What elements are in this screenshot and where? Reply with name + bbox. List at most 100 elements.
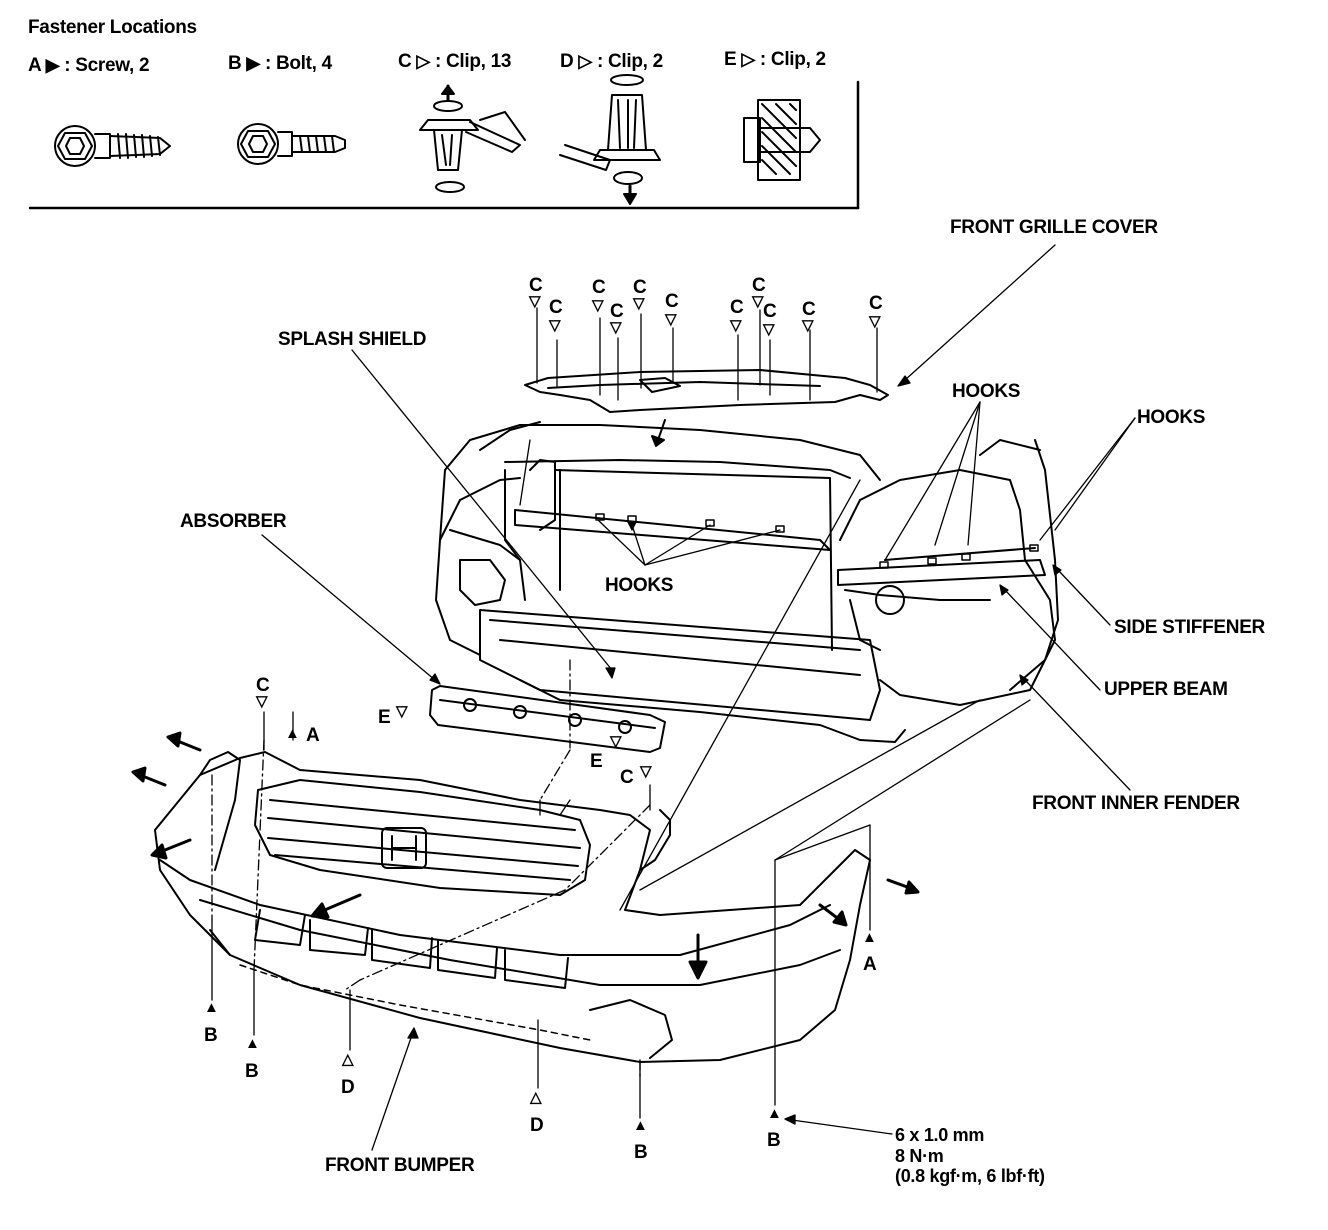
front-bumper-shape: [154, 751, 871, 1063]
vehicle-body-shape: [435, 421, 1059, 743]
callout-c-letter: C: [665, 291, 679, 312]
label-leader-lines: [261, 244, 1136, 1151]
removal-arrows: [131, 731, 920, 980]
fastener-a-legend: A ▶ : Screw, 2: [28, 55, 150, 76]
splash-shield-label: SPLASH SHIELD: [278, 329, 427, 350]
upper-beam-label: UPPER BEAM: [1104, 679, 1228, 700]
open-triangle-icon: ▽: [640, 763, 652, 780]
clip-c-icon: [419, 84, 526, 193]
open-triangle-icon: ▽: [610, 733, 622, 750]
front-bumper-label: FRONT BUMPER: [325, 1155, 475, 1176]
callout-c-letter: C: [620, 767, 634, 788]
spec-size: 6 x 1.0 mm: [895, 1125, 985, 1145]
open-triangle-icon: ▷: [416, 51, 430, 71]
open-triangle-icon: ▽: [869, 313, 881, 330]
fastener-box-frame: [28, 80, 860, 210]
hook-tabs: [595, 513, 1039, 569]
clip-e-icon: [743, 99, 821, 181]
dash-dot-alignment-lines: [211, 659, 651, 1081]
callout-a-letter: A: [306, 725, 320, 746]
front-grille-cover-label: FRONT GRILLE COVER: [950, 217, 1158, 238]
fastener-c-legend: C ▷ : Clip, 13: [398, 52, 511, 71]
callout-d-letter: D: [341, 1077, 355, 1098]
legend-text: : Clip, 2: [596, 51, 663, 72]
hooks-label-right-2: HOOKS: [1137, 407, 1206, 428]
open-triangle-icon: ▽: [549, 317, 561, 334]
clip-d-icon: [559, 74, 661, 205]
open-triangle-icon: ▽: [802, 317, 814, 334]
spec-torque-nm: 8 N·m: [895, 1145, 944, 1166]
legend-letter: A: [28, 55, 41, 76]
solid-triangle-up-icon: ▲: [204, 999, 219, 1016]
fastener-locations-title: Fastener Locations: [28, 17, 197, 38]
open-triangle-icon: ▽: [592, 297, 604, 314]
legend-text: : Bolt, 4: [264, 53, 332, 74]
absorber-shape: [429, 685, 666, 753]
open-triangle-icon: ▽: [730, 317, 742, 334]
legend-letter: C: [398, 51, 412, 72]
callout-e-letter: E: [378, 707, 391, 728]
legend-text: : Clip, 13: [434, 51, 512, 72]
solid-triangle-up-icon: ▲: [767, 1105, 782, 1122]
callout-b-letter: B: [245, 1061, 259, 1082]
solid-triangle-icon: ▶: [45, 55, 60, 75]
callout-e-letter: E: [590, 751, 603, 772]
spec-torque-alt: (0.8 kgf·m, 6 lbf·ft): [895, 1166, 1045, 1187]
open-triangle-icon: ▽: [763, 321, 775, 338]
solid-triangle-up-icon: ▲: [285, 725, 300, 742]
callout-c-letter: C: [549, 297, 563, 318]
callout-c-letter: C: [633, 277, 647, 298]
callout-b-letter: B: [767, 1130, 781, 1151]
bolt-torque-spec: 6 x 1.0 mm 8 N·m (0.8 kgf·m, 6 lbf·ft): [895, 1125, 1045, 1187]
solid-triangle-up-icon: ▲: [245, 1035, 260, 1052]
solid-triangle-up-icon: ▲: [862, 929, 877, 946]
bolt-icon: [237, 123, 346, 165]
front-inner-fender-label: FRONT INNER FENDER: [1032, 793, 1240, 814]
grille-cover-clip-leaders: [536, 307, 878, 401]
callout-c-letter: C: [610, 301, 624, 322]
callout-d-letter: D: [530, 1115, 544, 1136]
callout-c-letter: C: [592, 277, 606, 298]
legend-text: : Clip, 2: [759, 49, 826, 70]
fastener-d-legend: D ▷ : Clip, 2: [560, 52, 663, 71]
callout-a-letter: A: [863, 954, 877, 975]
open-triangle-icon: ▽: [256, 693, 268, 710]
open-triangle-icon: ▷: [741, 49, 755, 69]
hooks-label-right-1: HOOKS: [952, 381, 1021, 402]
fastener-e-legend: E ▷ : Clip, 2: [724, 50, 826, 69]
front-grille-cover-shape: [524, 369, 889, 413]
legend-text: : Screw, 2: [64, 55, 150, 76]
callout-c-letter: C: [802, 299, 816, 320]
open-triangle-icon: ▽: [633, 295, 645, 312]
solid-triangle-up-icon: ▲: [633, 1117, 648, 1134]
callout-c-letter: C: [763, 301, 777, 322]
absorber-label: ABSORBER: [180, 511, 287, 532]
open-triangle-icon: ▽: [396, 703, 408, 720]
open-triangle-icon: ▽: [665, 311, 677, 328]
solid-triangle-icon: ▶: [246, 53, 260, 73]
hooks-label-center: HOOKS: [605, 575, 674, 596]
callout-c-letter: C: [752, 275, 766, 296]
side-stiffener-label: SIDE STIFFENER: [1114, 617, 1265, 638]
fastener-leader-lines: [211, 479, 1031, 1119]
open-triangle-icon: ▽: [752, 293, 764, 310]
open-triangle-up-icon: △: [530, 1089, 542, 1106]
open-triangle-icon: ▽: [610, 319, 622, 336]
callout-b-letter: B: [204, 1025, 218, 1046]
callout-c-letter: C: [869, 293, 883, 314]
callout-b-letter: B: [634, 1142, 648, 1163]
fastener-b-legend: B ▶ : Bolt, 4: [228, 54, 332, 73]
callout-c-letter: C: [730, 297, 744, 318]
screw-icon: [54, 125, 171, 167]
legend-letter: E: [724, 49, 737, 70]
cover-down-arrow: [651, 419, 666, 447]
open-triangle-icon: ▽: [529, 293, 541, 310]
callout-c-letter: C: [529, 275, 543, 296]
legend-letter: B: [228, 53, 242, 74]
callout-c-letter: C: [256, 675, 270, 696]
legend-letter: D: [560, 51, 574, 72]
open-triangle-icon: ▷: [578, 51, 592, 71]
open-triangle-up-icon: △: [342, 1051, 354, 1068]
